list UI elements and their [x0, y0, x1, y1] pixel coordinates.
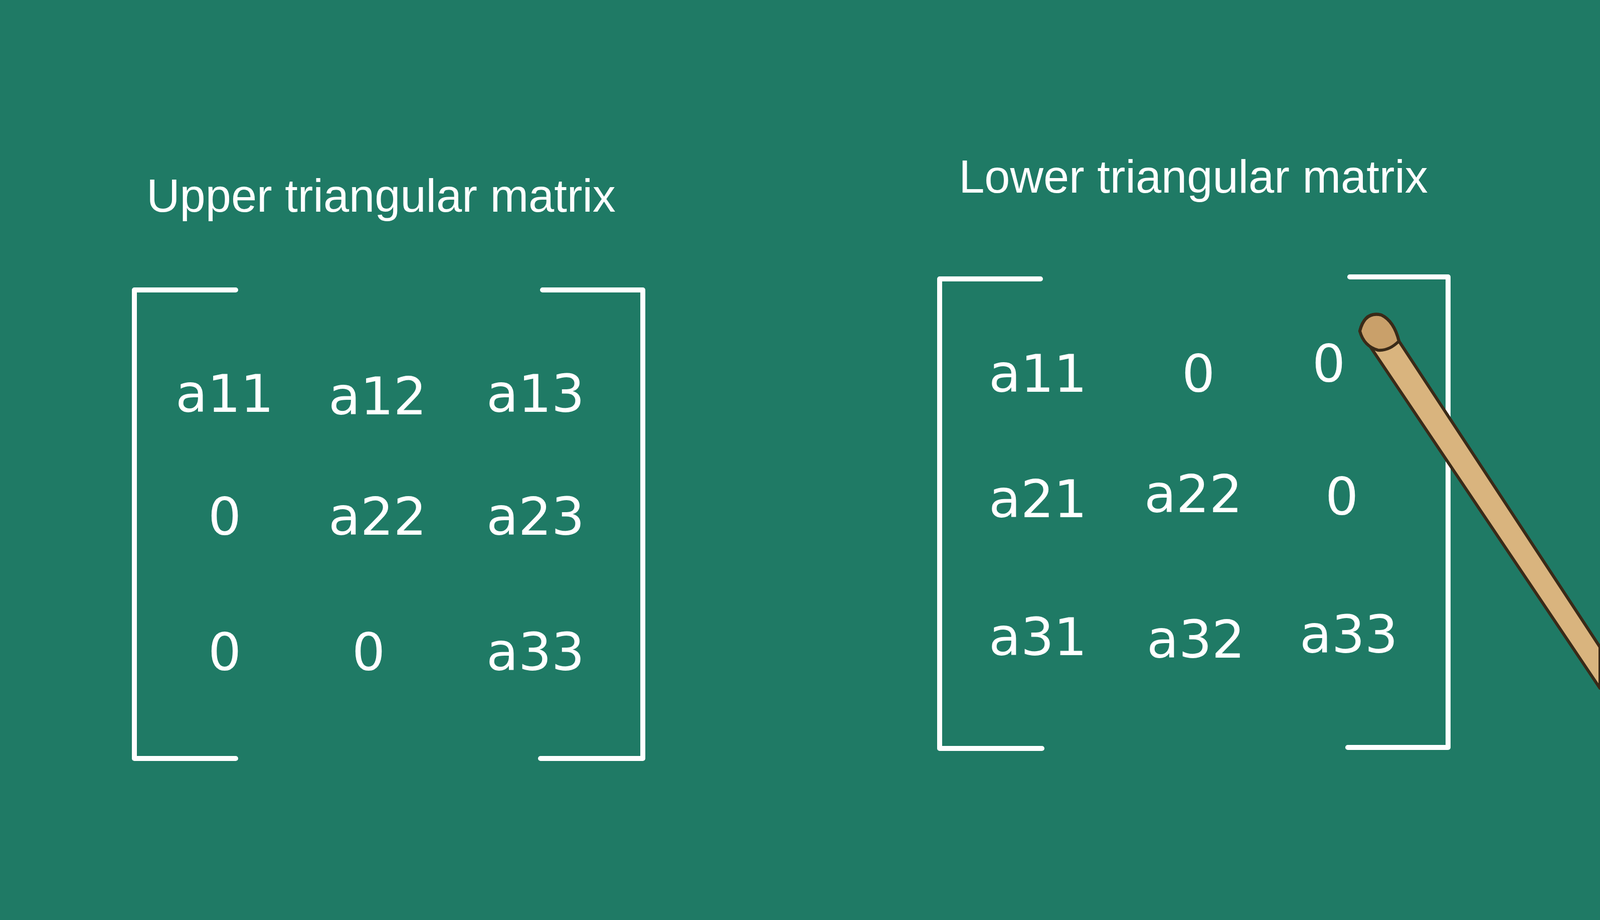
matrix-entry: a11 — [175, 363, 274, 425]
matrix-entry: 0 — [1181, 342, 1215, 405]
matrix-entry: a31 — [988, 606, 1088, 668]
matrix-entry: a23 — [486, 485, 585, 548]
matrix-heading: Upper triangular matrix — [146, 169, 616, 223]
matrix-entry: a22 — [1144, 463, 1243, 525]
matrix-entry: 0 — [1312, 332, 1346, 395]
matrix-entry: a33 — [486, 621, 585, 683]
matrix-entry: 0 — [1325, 465, 1359, 527]
matrix-entry: a12 — [328, 365, 427, 427]
matrix-entry: a11 — [988, 342, 1088, 405]
matrix-heading: Lower triangular matrix — [958, 150, 1429, 204]
matrix-entry: a21 — [988, 468, 1088, 530]
matrix-entry: a32 — [1146, 608, 1246, 670]
matrix-entry: 0 — [208, 485, 242, 548]
matrix-entry: 0 — [208, 621, 242, 683]
matrix-entry: a13 — [486, 363, 585, 425]
matrix-entry: a22 — [328, 485, 427, 548]
matrix-entry: a33 — [1299, 603, 1398, 665]
matrix-entry: 0 — [351, 621, 386, 683]
